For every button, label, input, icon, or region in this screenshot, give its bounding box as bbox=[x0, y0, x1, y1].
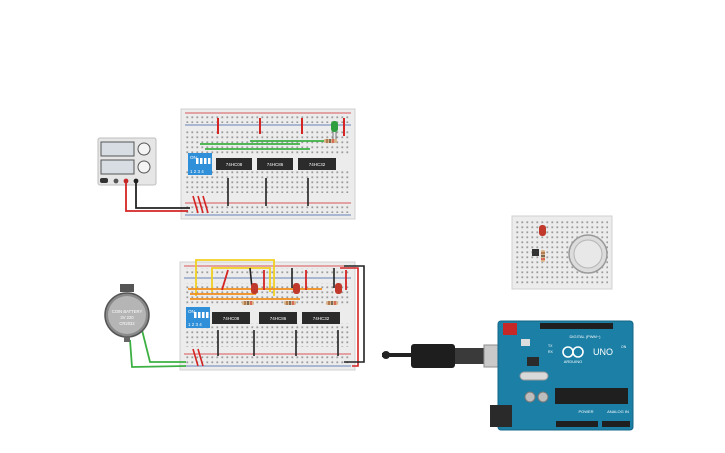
chip-bottom-1-label: 74HC08 bbox=[223, 316, 240, 321]
resistor-small[interactable] bbox=[541, 250, 545, 262]
coin-battery-line3: CR2032 bbox=[119, 321, 135, 326]
arduino-logo-icon bbox=[562, 346, 584, 358]
coin-battery-line1: COIN BATTERY bbox=[112, 309, 143, 314]
led-red-bottom-1[interactable] bbox=[251, 283, 258, 294]
dip-switch-top-numbers: 1 2 3 4 bbox=[190, 169, 204, 174]
coin-battery-line2: 3V 220 bbox=[120, 315, 134, 320]
power-supply[interactable] bbox=[97, 137, 157, 186]
chip-top-1[interactable]: 74HC08 bbox=[216, 158, 252, 170]
chip-bottom-1[interactable]: 74HC08 bbox=[212, 312, 250, 324]
arduino-power-label: POWER bbox=[578, 409, 593, 414]
dip-switch-bottom[interactable]: ON 1 2 3 4 bbox=[186, 307, 210, 328]
arduino-analog-label: ANALOG IN bbox=[607, 409, 629, 414]
arduino-on-label: ON bbox=[621, 345, 627, 349]
chip-bottom-3[interactable]: 74HC32 bbox=[302, 312, 340, 324]
usb-cable[interactable] bbox=[382, 344, 511, 368]
dip-switch-top-on-label: ON bbox=[190, 155, 197, 160]
chip-top-3[interactable]: 74HC32 bbox=[298, 158, 336, 170]
breadboard-top-wires[interactable] bbox=[192, 118, 345, 214]
dip-switch-bottom-on-label: ON bbox=[188, 309, 195, 314]
led-red-bottom-3[interactable] bbox=[335, 283, 342, 294]
chip-top-2[interactable]: 74HC86 bbox=[257, 158, 293, 170]
led-green[interactable] bbox=[331, 121, 338, 140]
dip-switch-top[interactable]: ON 1 2 3 4 bbox=[188, 153, 212, 175]
chip-bottom-3-label: 74HC32 bbox=[313, 316, 330, 321]
resistor-bottom-3[interactable] bbox=[326, 301, 338, 305]
chip-top-3-label: 74HC32 bbox=[309, 162, 326, 167]
led-red-small[interactable] bbox=[539, 225, 546, 236]
arduino-digital-label: DIGITAL (PWM~) bbox=[570, 334, 602, 339]
resistor-top[interactable] bbox=[324, 139, 337, 143]
chip-bottom-2-label: 74HC86 bbox=[270, 316, 287, 321]
chip-bottom-2[interactable]: 74HC86 bbox=[259, 312, 297, 324]
pushbutton-small[interactable] bbox=[532, 249, 539, 256]
led-red-bottom-2[interactable] bbox=[293, 283, 300, 294]
temperature-sensor[interactable] bbox=[568, 234, 608, 274]
dip-switch-bottom-numbers: 1 2 3 4 bbox=[188, 322, 202, 327]
coin-battery[interactable]: COIN BATTERY 3V 220 CR2032 bbox=[104, 284, 150, 342]
arduino-brand: ARDUINO bbox=[564, 359, 582, 364]
arduino-model: UNO bbox=[593, 347, 613, 357]
power-wires[interactable] bbox=[125, 183, 190, 212]
arduino-rx-label: RX bbox=[548, 350, 554, 354]
arduino-uno[interactable]: DIGITAL (PWM~) TX RX ON UNO ARDUINO POWE… bbox=[490, 320, 634, 431]
resistor-bottom-1[interactable] bbox=[242, 301, 254, 305]
resistor-bottom-2[interactable] bbox=[284, 301, 296, 305]
battery-wires[interactable] bbox=[129, 329, 187, 368]
chip-top-1-label: 74HC08 bbox=[226, 162, 243, 167]
breadboard-bottom-wires[interactable] bbox=[188, 259, 365, 367]
chip-top-2-label: 74HC86 bbox=[267, 162, 284, 167]
arduino-tx-label: TX bbox=[548, 344, 553, 348]
